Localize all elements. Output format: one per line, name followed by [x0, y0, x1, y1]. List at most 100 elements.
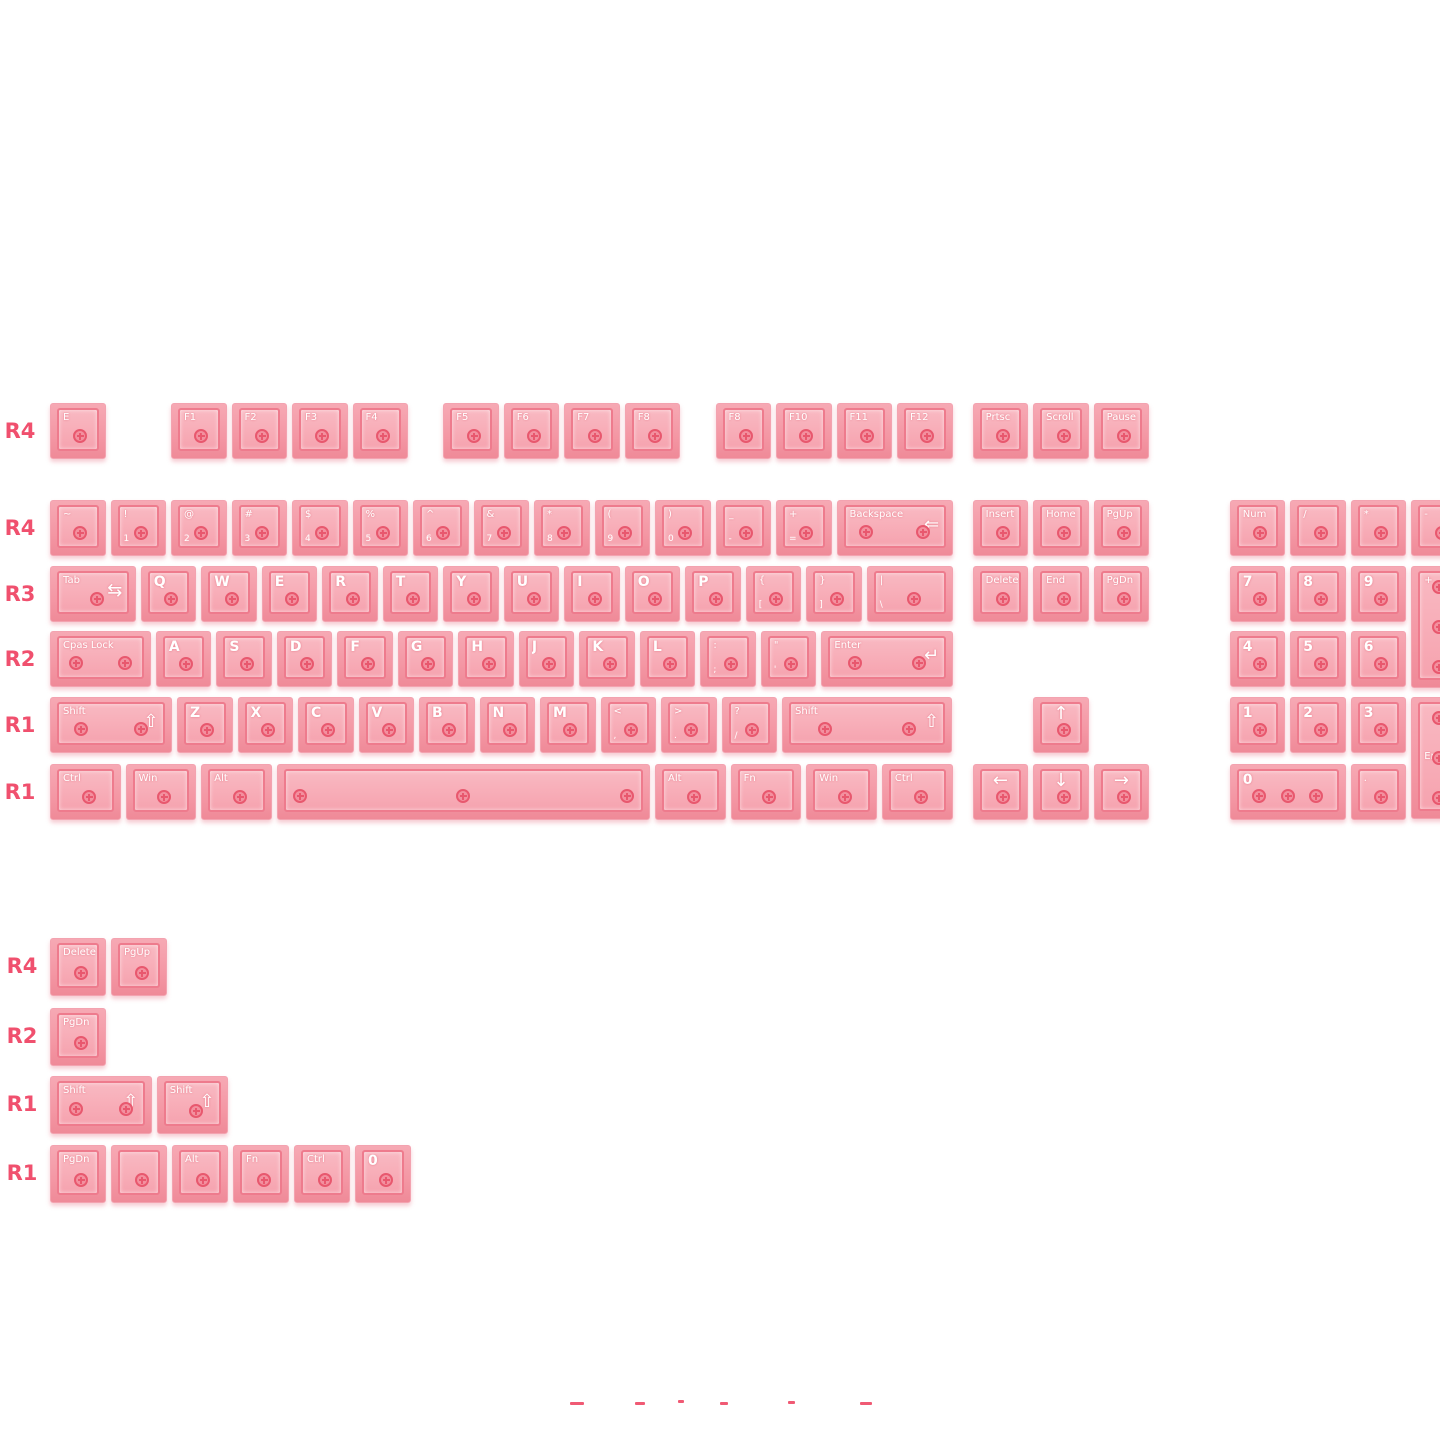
keycap-x_delete: Delete [50, 938, 106, 996]
stem-cross-icon [1056, 429, 1071, 444]
key-legend: F8 [728, 412, 741, 423]
key-legend: Pause [1106, 412, 1137, 423]
stem-cross-icon [847, 656, 862, 671]
key-legend: * [547, 509, 552, 520]
stem-cross-icon [134, 722, 149, 737]
stem-cross-icon [738, 429, 753, 444]
stem-cross-icon [1309, 789, 1324, 804]
key-legend: Ctrl [894, 773, 913, 784]
key-legend: ) [668, 509, 672, 520]
key-sub-legend: 7 [486, 534, 493, 544]
key-legend: & [486, 509, 495, 520]
key-legend: PgDn [1106, 575, 1134, 586]
keycap-s: S [216, 631, 272, 687]
keycap-x_pgdn: PgDn [50, 1008, 106, 1066]
key-legend: S [229, 640, 240, 654]
key-legend: L [652, 640, 662, 654]
stem-cross-icon [502, 723, 517, 738]
stem-cross-icon [1313, 526, 1328, 541]
stem-cross-icon [239, 657, 254, 672]
stem-cross-icon [916, 525, 930, 540]
stem-cross-icon [1374, 657, 1389, 672]
keycap-n5: %5 [352, 500, 408, 556]
stem-cross-icon [317, 1172, 332, 1187]
stem-cross-icon [73, 429, 88, 444]
keycap-j: J [518, 631, 575, 687]
keycap-c: C [298, 697, 354, 753]
keycap-f4: F4 [352, 403, 408, 459]
keycap-l: L [639, 631, 696, 687]
key-legend: R [335, 575, 347, 589]
stem-cross-icon [906, 592, 921, 607]
keycap-scroll: Scroll [1033, 403, 1089, 459]
key-legend: T [395, 575, 406, 589]
keycap-pgdn: PgDn [1093, 566, 1150, 622]
keycap-lwin: Win [125, 764, 197, 820]
keycap-x_shift2: Shift⇧ [156, 1076, 228, 1134]
stem-cross-icon [1056, 723, 1071, 738]
keycap-space [276, 764, 650, 820]
keycap-rbr: }] [806, 566, 862, 622]
keycap-n8: *8 [534, 500, 590, 556]
key-legend: B [432, 706, 443, 720]
stem-cross-icon [315, 526, 330, 541]
key-legend: Backspace [849, 509, 904, 520]
key-legend: End [1046, 575, 1066, 586]
keycap-t: T [382, 566, 439, 622]
row-label: R2 [4, 647, 36, 671]
keycap-equal: += [776, 500, 832, 556]
stem-cross-icon [996, 790, 1011, 805]
keycap-x_alt: Alt [172, 1145, 228, 1203]
keycap-rctrl: Ctrl [881, 764, 953, 820]
keycap-kp_minus: - [1411, 500, 1440, 556]
key-legend: Shift [169, 1085, 193, 1096]
stem-cross-icon [300, 657, 315, 672]
stem-cross-icon [315, 429, 330, 444]
keycap-kp4: 4 [1229, 631, 1286, 687]
key-legend: 5 [1303, 640, 1313, 654]
key-legend: Fn [246, 1154, 259, 1165]
keycap-q: Q [140, 566, 197, 622]
keycap-kp3: 3 [1350, 697, 1407, 753]
stem-cross-icon [920, 429, 935, 444]
keycap-f5: F5 [443, 403, 499, 459]
stem-cross-icon [738, 526, 753, 541]
key-legend: Enter [834, 640, 862, 651]
key-legend: F6 [516, 412, 529, 423]
key-sub-legend: . [674, 731, 677, 741]
keycap-num: Num [1229, 500, 1286, 556]
stem-cross-icon [762, 790, 777, 805]
keycap-kp_plus: + [1411, 566, 1440, 688]
key-legend: 1 [1242, 706, 1253, 720]
stem-cross-icon [1313, 592, 1328, 607]
stem-cross-icon [157, 790, 172, 805]
stem-cross-icon [442, 723, 457, 738]
stem-cross-icon [375, 526, 390, 541]
stem-cross-icon [118, 1102, 133, 1117]
key-legend: C [311, 706, 322, 720]
key-legend: Insert [985, 509, 1015, 520]
arrow-icon: → [1113, 770, 1129, 792]
keycap-f11: F11 [836, 403, 892, 459]
keycap-f12: F12 [897, 403, 953, 459]
stem-cross-icon [360, 657, 375, 672]
key-legend: U [516, 575, 529, 589]
keycap-grave: ~ [50, 500, 106, 556]
stem-cross-icon [179, 657, 194, 672]
keycap-kp2: 2 [1290, 697, 1346, 753]
stem-cross-icon [285, 592, 300, 607]
keycap-kp9: 9 [1350, 566, 1407, 622]
keycap-kp8: 8 [1290, 566, 1346, 622]
stem-cross-icon [648, 429, 663, 444]
key-legend: F3 [305, 412, 318, 423]
keycap-e: E [261, 566, 318, 622]
stem-cross-icon [542, 657, 557, 672]
key-legend: Delete [63, 947, 96, 958]
key-legend: 7 [1242, 575, 1253, 589]
stem-cross-icon [188, 1103, 203, 1118]
keycap-n2: @2 [171, 500, 227, 556]
key-legend: @ [184, 509, 194, 520]
key-legend: " [773, 640, 779, 651]
keycap-enter: Enter↵ [821, 631, 953, 687]
key-legend: > [674, 706, 683, 717]
